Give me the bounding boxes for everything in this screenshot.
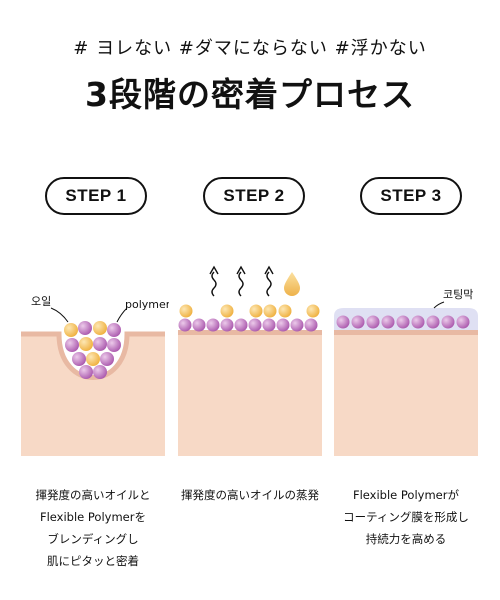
skin-surface xyxy=(21,331,165,380)
polymer-particle xyxy=(290,318,304,332)
polymer-label: polymer xyxy=(125,298,169,311)
polymer-particle xyxy=(248,318,262,332)
skin-block xyxy=(21,334,165,456)
polymer-particle xyxy=(426,315,440,329)
polymer-particle xyxy=(65,338,79,352)
skin-surface xyxy=(178,330,322,335)
polymer-particle xyxy=(107,323,121,337)
polymer-particle xyxy=(78,321,92,335)
polymer-particle xyxy=(351,315,365,329)
caption-line: 肌にピタッと密着 xyxy=(47,554,139,568)
skin-block xyxy=(334,334,478,456)
polymer-layer xyxy=(178,318,318,332)
step-1-diagram: 오일 polymer xyxy=(21,294,169,456)
oil-particle xyxy=(263,304,277,318)
caption-line: Flexible Polymerを xyxy=(40,510,146,524)
film-pointer xyxy=(433,301,445,309)
polymer-particle xyxy=(220,318,234,332)
remaining-oil xyxy=(179,304,320,318)
polymer-particle xyxy=(366,315,380,329)
oil-particle xyxy=(220,304,234,318)
step-2-diagram xyxy=(178,265,322,456)
polymer-particle xyxy=(93,365,107,379)
step-3-diagram: 코팅막 xyxy=(334,288,478,456)
caption-line: 持続力を高める xyxy=(365,532,447,546)
polymer-particle xyxy=(72,352,86,366)
caption-line: コーティング膜を形成し xyxy=(343,510,469,524)
polymer-particle xyxy=(192,318,206,332)
oil-label: 오일 xyxy=(31,294,51,308)
polymer-particle xyxy=(381,315,395,329)
step-1-label: STEP 1 xyxy=(45,177,147,215)
polymer-particle xyxy=(100,352,114,366)
headline: 3段階の密着プロセス xyxy=(85,75,415,114)
step-1-caption: 揮発度の高いオイルと Flexible Polymerを ブレンディングし 肌に… xyxy=(18,484,168,572)
oil-polymer-blend xyxy=(64,321,121,379)
step-2-label: STEP 2 xyxy=(203,177,305,215)
evaporation-wave-icon xyxy=(236,265,246,297)
tagline: # ヨレない #ダマにならない #浮かない xyxy=(73,38,427,59)
oil-particle xyxy=(306,304,320,318)
polymer-particle xyxy=(441,315,455,329)
polymer-particle xyxy=(336,315,350,329)
polymer-particle xyxy=(411,315,425,329)
oil-particle xyxy=(278,304,292,318)
oil-particle xyxy=(93,321,107,335)
skin-block xyxy=(178,334,322,456)
oil-particle xyxy=(86,352,100,366)
oil-particle xyxy=(179,304,193,318)
polymer-pointer xyxy=(116,307,128,323)
evaporation-wave-icon xyxy=(209,265,219,297)
skin-surface xyxy=(334,330,478,335)
polymer-particle xyxy=(79,365,93,379)
polymer-particle xyxy=(276,318,290,332)
polymer-particle xyxy=(107,338,121,352)
oil-pointer xyxy=(50,307,69,323)
step-3-label: STEP 3 xyxy=(360,177,462,215)
oil-particle xyxy=(79,337,93,351)
polymer-particle xyxy=(234,318,248,332)
caption-line: 揮発度の高いオイルと xyxy=(35,488,151,502)
polymer-particle xyxy=(93,337,107,351)
oil-drop-icon xyxy=(284,272,300,296)
polymer-particle xyxy=(262,318,276,332)
evaporation-wave-icon xyxy=(264,265,274,297)
caption-line: ブレンディングし xyxy=(47,532,139,546)
step-3-caption: Flexible Polymerが コーティング膜を形成し 持続力を高める xyxy=(331,484,481,550)
caption-line: 揮発度の高いオイルの蒸発 xyxy=(181,488,319,502)
polymer-particle xyxy=(178,318,192,332)
polymer-particle xyxy=(456,315,470,329)
oil-particle xyxy=(249,304,263,318)
oil-particle xyxy=(64,323,78,337)
polymer-particle xyxy=(304,318,318,332)
caption-line: Flexible Polymerが xyxy=(353,488,459,502)
polymer-particle xyxy=(396,315,410,329)
film-label: 코팅막 xyxy=(443,288,473,301)
step-2-caption: 揮発度の高いオイルの蒸発 xyxy=(175,484,325,506)
polymer-particle xyxy=(206,318,220,332)
polymer-layer xyxy=(336,315,470,329)
